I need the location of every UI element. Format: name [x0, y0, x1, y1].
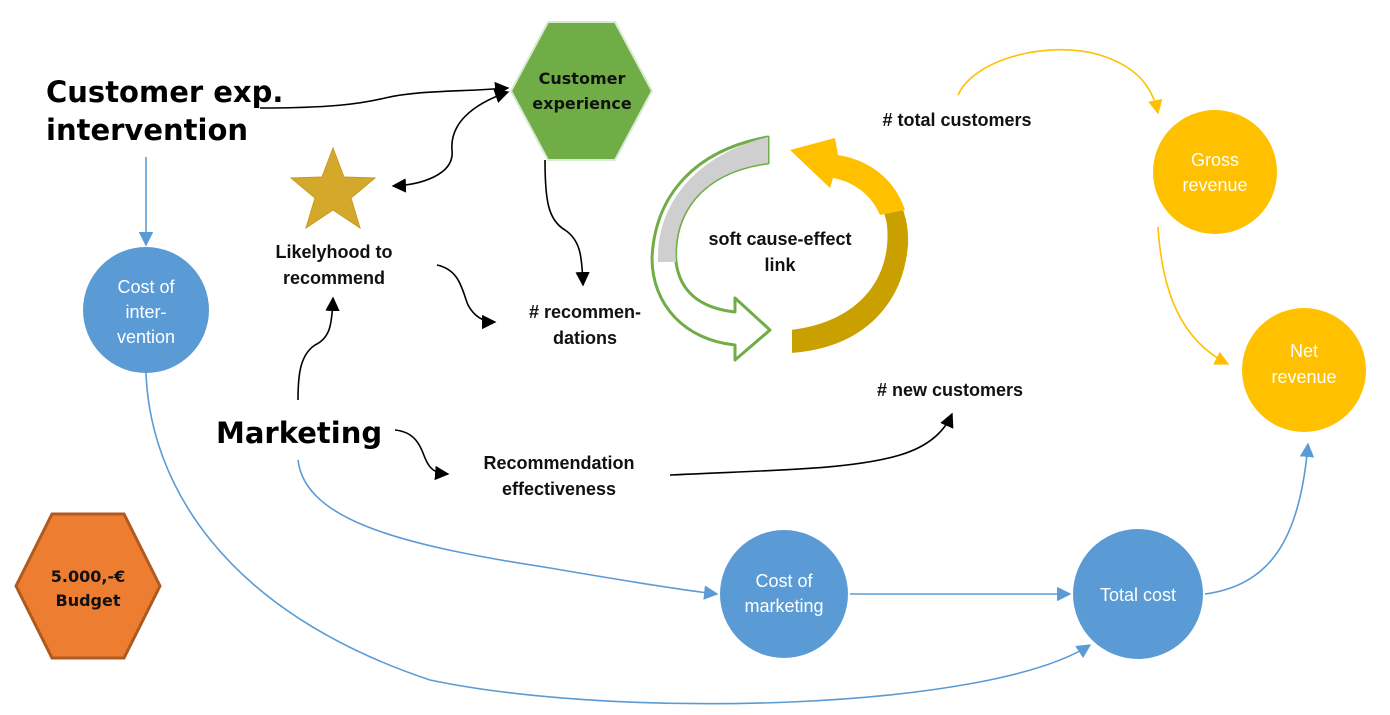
hex-budget: 5.000,-€ Budget — [14, 512, 162, 660]
edge-customer-experience-to-recommendations — [544, 159, 590, 287]
star-icon — [289, 146, 377, 230]
total-customers-label: # total customers — [882, 110, 1031, 130]
edge-total-customers-to-gross-revenue — [957, 48, 1163, 115]
edge-marketing-to-likelyhood — [297, 296, 340, 401]
new-customers-label: # new customers — [877, 380, 1023, 400]
edge-total-cost-to-net-revenue — [1204, 442, 1315, 595]
soft-link-line2: link — [764, 255, 796, 275]
gross-revenue-line2: revenue — [1182, 175, 1247, 195]
circle-gross-revenue: Gross revenue — [1153, 110, 1277, 234]
cost-marketing-line1: Cost of — [755, 571, 813, 591]
edge-marketing-to-effectiveness — [394, 429, 450, 481]
title-marketing: Marketing — [216, 416, 382, 450]
edge-effectiveness-to-new-customers — [669, 412, 954, 476]
yellow-connectors — [957, 48, 1230, 365]
soft-link-line1: soft cause-effect — [708, 229, 851, 249]
net-revenue-line2: revenue — [1271, 367, 1336, 387]
total-cost-label: Total cost — [1100, 585, 1176, 605]
likelyhood-line2: recommend — [283, 268, 385, 288]
title-intervention-line1: Customer exp. — [46, 75, 283, 109]
edge-customer-experience-to-likelyhood — [391, 89, 510, 193]
edge-intervention-to-customer-experience — [259, 81, 510, 109]
black-connectors — [259, 81, 954, 481]
title-intervention-line2: intervention — [46, 113, 248, 147]
net-revenue-line1: Net — [1290, 341, 1318, 361]
hex-customer-experience: Customer experience — [509, 21, 654, 161]
edge-cost-intervention-to-total-cost — [145, 372, 1092, 705]
circle-cost-marketing: Cost of marketing — [720, 530, 848, 658]
edge-gross-revenue-to-net-revenue — [1157, 226, 1230, 365]
circle-net-revenue: Net revenue — [1242, 308, 1366, 432]
cost-intervention-line2: inter- — [125, 302, 166, 322]
rec-effectiveness-line1: Recommendation — [483, 453, 634, 473]
hex-customer-experience-line2: experience — [532, 94, 632, 113]
likelyhood-line1: Likelyhood to — [276, 242, 393, 262]
recommendations-line1: # recommen- — [529, 302, 641, 322]
edge-marketing-to-cost-marketing — [297, 459, 719, 600]
hex-customer-experience-line1: Customer — [539, 69, 626, 88]
cost-marketing-line2: marketing — [744, 596, 823, 616]
edge-likelyhood-to-recommendations — [436, 264, 497, 330]
circle-total-cost: Total cost — [1073, 529, 1203, 659]
hex-budget-line1: 5.000,-€ — [51, 567, 125, 586]
cycle-arrows-icon — [650, 135, 913, 362]
hex-budget-line2: Budget — [56, 591, 121, 610]
recommendations-line2: dations — [553, 328, 617, 348]
blue-connectors — [138, 157, 1315, 705]
rec-effectiveness-line2: effectiveness — [502, 479, 616, 499]
gross-revenue-line1: Gross — [1191, 150, 1239, 170]
circle-cost-intervention: Cost of inter- vention — [83, 247, 209, 373]
cost-intervention-line1: Cost of — [117, 277, 175, 297]
cost-intervention-line3: vention — [117, 327, 175, 347]
